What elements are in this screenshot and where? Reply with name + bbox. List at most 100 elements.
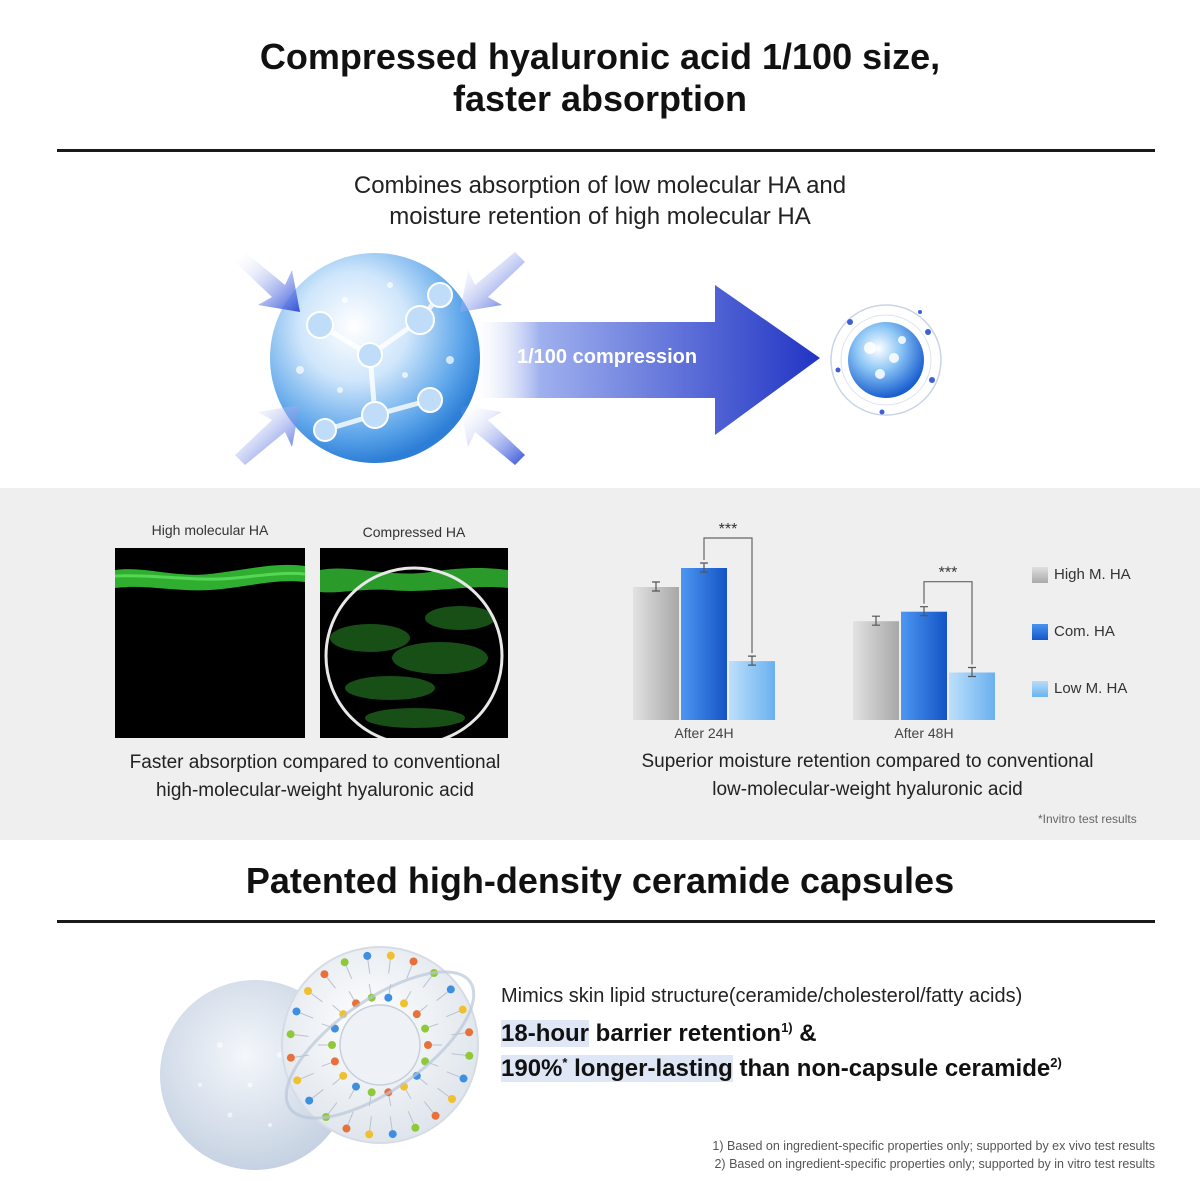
lipid-head [330, 1024, 339, 1033]
small-molecule-sphere [830, 304, 942, 416]
lipid-head [386, 951, 395, 960]
section-subtitle: Combines absorption of low molecular HA … [0, 170, 1200, 232]
micrograph-high-molecular [115, 548, 305, 738]
ceramide-divider [57, 920, 1155, 923]
bar-0-1 [681, 568, 727, 720]
error-bar-1-0 [872, 615, 880, 626]
lipid-head [328, 1041, 336, 1049]
claim-ampersand: & [792, 1020, 817, 1047]
lipid-head [293, 1076, 302, 1085]
claim-percent-value: 190% [501, 1055, 563, 1082]
lipid-head [365, 1130, 374, 1139]
chart-legend: High M. HA Com. HA Low M. HA [1032, 566, 1131, 697]
large-molecule-sphere [270, 253, 480, 463]
lipid-head [352, 1082, 360, 1091]
significance-bracket-0 [703, 537, 753, 654]
legend-swatch-high [1032, 566, 1048, 583]
claim-asterisk: * [562, 1055, 568, 1070]
footnote-1: 1) Based on ingredient-specific properti… [712, 1139, 1155, 1153]
lipid-head [465, 1028, 474, 1037]
legend-swatch-low [1032, 680, 1048, 697]
lipid-head [412, 1010, 421, 1019]
lipid-head [411, 1123, 420, 1132]
lipid-molecules [286, 951, 474, 1139]
claim-footnote-ref-1: 1) [781, 1020, 793, 1035]
error-bar-0-0 [652, 581, 660, 592]
lipid-head [320, 970, 329, 979]
lipid-head [421, 1057, 430, 1066]
lipid-head [431, 1111, 440, 1120]
significance-mark-0: *** [719, 521, 738, 538]
category-label-0: After 24H [674, 725, 733, 741]
lipid-head [340, 958, 349, 967]
legend-swatch-com [1032, 623, 1048, 640]
legend-item-low: Low M. HA [1032, 680, 1131, 697]
error-bar-1-2 [968, 666, 976, 678]
lipid-head [409, 957, 418, 966]
ceramide-capsule [281, 946, 479, 1144]
lipid-head [388, 1130, 397, 1139]
retention-caption-line1: Superior moisture retention compared to … [641, 751, 1094, 772]
legend-label-low: Low M. HA [1054, 680, 1128, 697]
claim-longer-lasting: longer-lasting [567, 1055, 733, 1082]
claim-non-capsule: than non-capsule ceramide [732, 1055, 1051, 1082]
bar-0-2 [729, 661, 775, 720]
retention-caption-line2: low-molecular-weight hyaluronic acid [712, 779, 1023, 800]
claim-line-1: 18-hour barrier retention1) & [501, 1020, 817, 1048]
ceramide-title: Patented high-density ceramide capsules [245, 860, 955, 901]
legend-item-high: High M. HA [1032, 566, 1131, 583]
lipid-head [447, 1095, 456, 1104]
lipid-head [400, 999, 408, 1008]
absorption-caption: Faster absorption compared to convention… [80, 749, 550, 805]
lipid-head [421, 1024, 430, 1033]
label-compressed: Compressed HA [362, 524, 466, 540]
significance-mark-1: *** [939, 565, 958, 582]
category-label-1: After 48H [894, 725, 953, 741]
arrow-label: 1/100 compression [517, 346, 698, 368]
bar-1-0 [853, 621, 899, 720]
footnote-2: 2) Based on ingredient-specific properti… [714, 1157, 1155, 1171]
legend-label-high: High M. HA [1054, 566, 1131, 583]
error-bar-0-2 [748, 655, 756, 666]
subtitle-line2: moisture retention of high molecular HA [389, 203, 811, 230]
micrograph-compressed [320, 548, 508, 738]
lipid-head [330, 1057, 339, 1066]
ceramide-capsule-illustration [160, 946, 479, 1170]
section-title-line2: faster absorption [452, 78, 748, 119]
section-title-line1: Compressed hyaluronic acid 1/100 size, [259, 36, 941, 77]
significance-bracket-1 [923, 581, 973, 665]
lipid-head [339, 1071, 348, 1080]
claim-190-percent: 190%* longer-lasting [501, 1055, 733, 1082]
lipid-head [292, 1007, 301, 1016]
bar-1-1 [901, 611, 947, 720]
invitro-note: *Invitro test results [1038, 812, 1137, 826]
inward-arrows [235, 252, 525, 465]
claim-barrier-retention: barrier retention [589, 1020, 782, 1047]
section-title: Compressed hyaluronic acid 1/100 size, f… [0, 36, 1200, 120]
claim-footnote-ref-2: 2) [1050, 1055, 1062, 1070]
lipid-head [424, 1041, 432, 1049]
lipid-head [446, 985, 455, 994]
legend-item-com: Com. HA [1032, 623, 1131, 640]
lipid-head [384, 993, 393, 1002]
lipid-head [367, 1088, 376, 1097]
error-bar-1-1 [920, 606, 928, 617]
bar-0-0 [633, 587, 679, 720]
subtitle-line1: Combines absorption of low molecular HA … [353, 172, 847, 199]
retention-caption: Superior moisture retention compared to … [590, 748, 1145, 804]
bar-1-2 [949, 672, 995, 720]
lipid-head [458, 1005, 467, 1014]
top-divider [57, 149, 1155, 152]
lipid-head [305, 1096, 314, 1105]
label-high-molecular: High molecular HA [151, 522, 269, 538]
lipid-head [363, 951, 372, 960]
absorption-caption-line1: Faster absorption compared to convention… [129, 752, 501, 773]
compression-illustration [235, 252, 942, 465]
compression-arrow [470, 285, 820, 435]
lipid-head [286, 1053, 295, 1062]
lipid-head [342, 1124, 351, 1133]
lipid-head [304, 986, 313, 995]
absorption-caption-line2: high-molecular-weight hyaluronic acid [156, 780, 474, 801]
ceramide-description: Mimics skin lipid structure(ceramide/cho… [501, 985, 1023, 1007]
claim-line-2: 190%* longer-lasting than non-capsule ce… [501, 1055, 1062, 1083]
